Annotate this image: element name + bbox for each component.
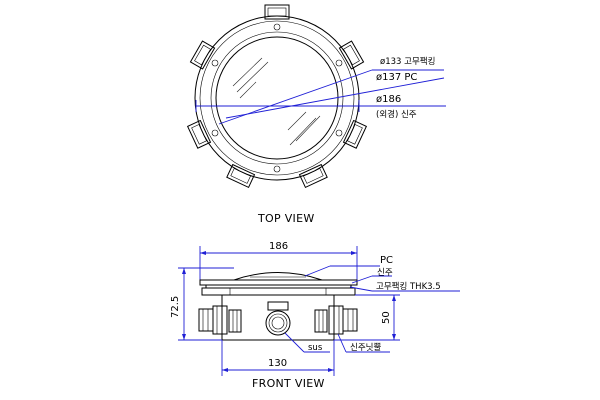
top-view-flange-ring (199, 20, 355, 176)
front-view-callout-brass: 신주 (377, 268, 393, 278)
front-view-leaders (284, 265, 460, 353)
top-view-callout-outer-dia-note: (외경) 신주 (376, 109, 417, 120)
top-view-gland-lugs (186, 4, 368, 189)
front-view-gland-left (198, 305, 242, 335)
front-view-dim-base-width: 130 (268, 358, 287, 369)
front-view-dim-total-height: 72.5 (170, 296, 181, 318)
top-view-glass-hatch (232, 57, 321, 146)
front-view-callout-rubber-packing: 고무팩킹 THK3.5 (376, 281, 441, 292)
front-view-callout-brass-nipple: 신주닛뿔 (350, 342, 381, 353)
front-view-gland-center (265, 301, 291, 336)
front-view: 186 (170, 241, 460, 390)
front-view-gland-right (314, 305, 358, 335)
front-view-callout-sus: sus (308, 343, 323, 353)
front-view-top-flange (199, 279, 358, 286)
top-view-callout-outer-dia: ø186 (376, 94, 401, 105)
front-view-pc-dome (233, 272, 323, 281)
front-view-title: FRONT VIEW (252, 377, 325, 390)
front-view-dim-130 (221, 340, 335, 376)
front-view-dim-50 (334, 294, 400, 341)
top-view: ø133 고무팩킹 ø137 PC ø186 (외경) 신주 TOP VIEW (186, 4, 446, 225)
top-view-outer-rim (194, 15, 360, 181)
front-view-dim-body-height: 50 (381, 311, 392, 324)
front-view-callout-pc: PC (380, 255, 393, 266)
top-view-leaders (195, 69, 446, 125)
front-view-dim-186 (199, 246, 358, 285)
top-view-callout-rubber-packing: ø133 고무팩킹 (380, 56, 435, 67)
top-view-pc-window (215, 36, 339, 160)
top-view-title: TOP VIEW (257, 212, 315, 225)
top-view-bolt-holes (211, 23, 343, 173)
front-view-lower-flange (201, 287, 356, 296)
front-view-dim-72-5 (178, 267, 234, 341)
front-view-dim-overall-width: 186 (269, 241, 288, 252)
top-view-callout-pc: ø137 PC (376, 72, 417, 83)
top-view-packing-ring (210, 31, 344, 165)
